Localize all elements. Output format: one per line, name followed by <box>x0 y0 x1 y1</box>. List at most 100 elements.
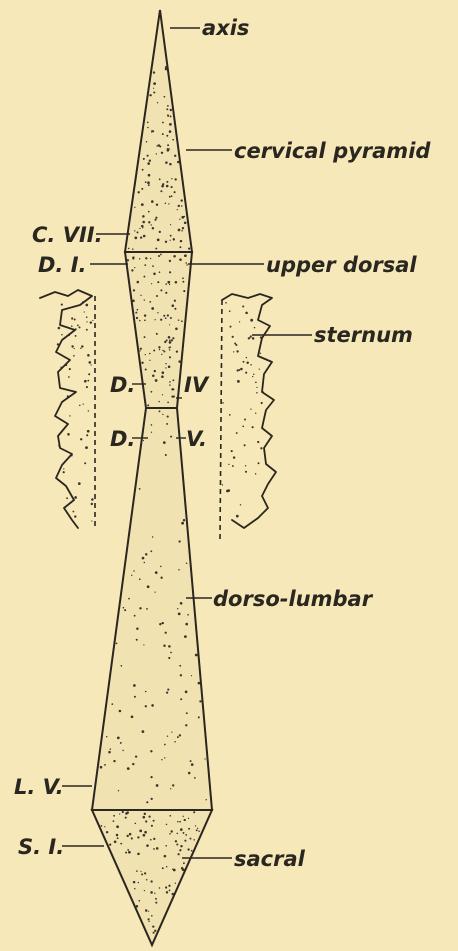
stipple-dot <box>169 815 171 817</box>
stipple-dot <box>179 665 181 667</box>
stipple-dot <box>155 898 157 900</box>
stipple-dot <box>158 401 159 402</box>
stipple-dot <box>154 319 155 320</box>
stipple-dot <box>153 71 155 73</box>
stipple-dot <box>148 918 150 920</box>
stipple-dot <box>232 465 234 467</box>
stipple-dot <box>168 336 171 339</box>
stipple-dot <box>236 432 238 434</box>
stipple-dot <box>61 304 63 306</box>
stipple-dot <box>110 748 112 750</box>
stipple-dot <box>165 363 166 364</box>
stipple-dot <box>178 319 180 321</box>
stipple-dot <box>174 741 176 743</box>
stipple-dot <box>180 674 182 676</box>
stipple-dot <box>255 413 256 414</box>
stipple-dot <box>146 608 148 610</box>
stipple-dot <box>167 402 169 404</box>
sacral-segment <box>92 810 212 945</box>
stipple-dot <box>152 265 154 267</box>
stipple-dot <box>175 883 176 884</box>
stipple-dot <box>160 577 162 579</box>
stipple-dot <box>191 675 192 676</box>
stipple-dot <box>179 219 180 220</box>
stipple-dot <box>186 563 188 565</box>
stipple-dot <box>142 221 145 224</box>
stipple-dot <box>255 473 256 474</box>
stipple-dot <box>236 515 239 518</box>
stipple-dot <box>170 240 171 241</box>
stipple-dot <box>156 204 158 206</box>
stipple-dot <box>83 403 84 404</box>
stipple-dot <box>181 230 183 232</box>
stipple-dot <box>148 911 149 912</box>
stipple-dot <box>185 623 188 626</box>
stipple-dot <box>80 438 82 440</box>
stipple-dot <box>156 784 159 787</box>
stipple-dot <box>133 881 136 884</box>
stipple-dot <box>206 799 207 800</box>
stipple-dot <box>77 325 79 327</box>
stipple-dot <box>158 346 160 348</box>
stipple-dot <box>79 326 81 328</box>
stipple-dot <box>159 145 161 147</box>
stipple-dot <box>89 361 92 364</box>
stipple-dot <box>129 833 132 836</box>
stipple-dot <box>160 566 162 568</box>
stipple-dot <box>157 281 159 283</box>
stipple-dot <box>196 829 198 831</box>
stipple-dot <box>167 148 168 149</box>
stipple-dot <box>159 178 161 180</box>
stipple-dot <box>181 199 183 201</box>
stipple-dot <box>146 879 148 881</box>
stipple-dot <box>154 893 155 894</box>
stipple-dot <box>71 345 73 347</box>
stipple-dot <box>87 354 90 357</box>
stipple-dot <box>181 867 183 869</box>
stipple-dot <box>182 277 184 279</box>
stipple-dot <box>169 163 172 166</box>
stipple-dot <box>159 271 161 273</box>
stipple-dot <box>197 828 198 829</box>
stipple-dot <box>144 813 146 815</box>
stipple-dot <box>179 849 181 851</box>
stipple-dot <box>195 825 196 826</box>
stipple-dot <box>87 380 89 382</box>
stipple-dot <box>149 95 151 97</box>
stipple-dot <box>126 811 129 814</box>
stipple-dot <box>169 284 170 285</box>
stipple-dot <box>69 368 71 370</box>
stipple-dot <box>127 835 129 837</box>
stipple-dot <box>109 843 111 845</box>
stipple-dot <box>156 153 157 154</box>
stipple-dot <box>66 497 68 499</box>
stipple-dot <box>170 788 171 789</box>
stipple-dot <box>156 333 158 335</box>
stipple-dot <box>147 127 149 129</box>
stipple-dot <box>138 900 140 902</box>
stipple-dot <box>85 304 88 307</box>
stipple-dot <box>186 264 187 265</box>
stipple-dot <box>160 254 162 256</box>
stipple-dot <box>253 374 254 375</box>
stipple-dot <box>168 657 170 659</box>
stipple-dot <box>187 848 189 850</box>
stipple-dot <box>252 337 255 340</box>
stipple-dot <box>165 317 167 319</box>
stipple-dot <box>171 732 172 733</box>
stipple-dot <box>75 335 77 337</box>
stipple-dot <box>78 482 81 485</box>
stipple-dot <box>198 682 201 685</box>
stipple-dot <box>127 767 130 770</box>
stipple-dot <box>144 336 146 338</box>
stipple-dot <box>136 627 138 629</box>
stipple-dot <box>152 375 155 378</box>
stipple-dot <box>257 441 259 443</box>
stipple-dot <box>174 300 176 302</box>
stipple-dot <box>166 691 168 693</box>
stipple-dot <box>146 844 149 847</box>
stipple-dot <box>106 831 108 833</box>
sternum-right-midline <box>220 300 222 540</box>
d-iv-left-label: D. <box>110 373 135 397</box>
stipple-dot <box>116 834 119 837</box>
